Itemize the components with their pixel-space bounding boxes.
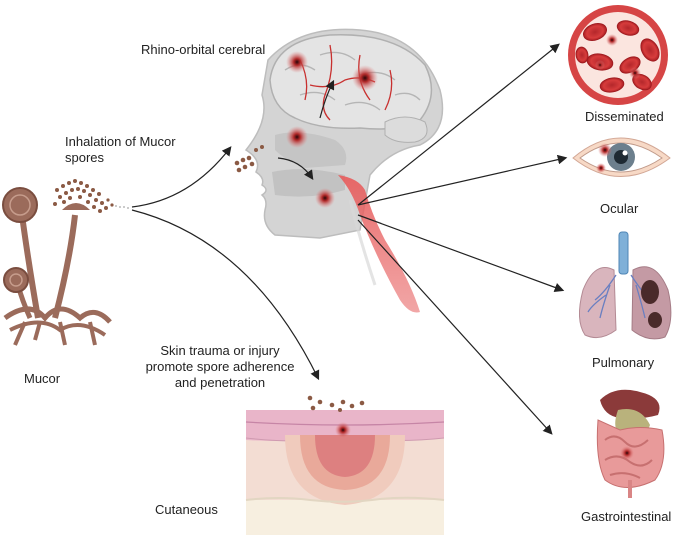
skin-cross-section bbox=[245, 395, 445, 535]
label-mucor: Mucor bbox=[24, 371, 61, 386]
flow-arrows bbox=[131, 43, 568, 435]
label-gastrointestinal: Gastrointestinal bbox=[581, 509, 672, 524]
label-inhalation: Inhalation of Mucor spores bbox=[65, 134, 176, 165]
gastrointestinal-illustration bbox=[596, 389, 665, 498]
label-disseminated: Disseminated bbox=[585, 109, 664, 124]
head-illustration bbox=[234, 28, 444, 313]
disseminated-vessel-illustration bbox=[568, 5, 668, 105]
pulmonary-lungs-illustration bbox=[579, 231, 672, 340]
label-ocular: Ocular bbox=[600, 201, 639, 216]
ocular-eye-illustration bbox=[572, 137, 671, 177]
label-rhino-orbital: Rhino-orbital cerebral bbox=[141, 42, 266, 57]
label-cutaneous: Cutaneous bbox=[155, 502, 218, 517]
label-skin-trauma: Skin trauma or injury promote spore adhe… bbox=[145, 343, 295, 390]
mucor-fungus-illustration bbox=[2, 179, 129, 346]
label-pulmonary: Pulmonary bbox=[592, 355, 655, 370]
